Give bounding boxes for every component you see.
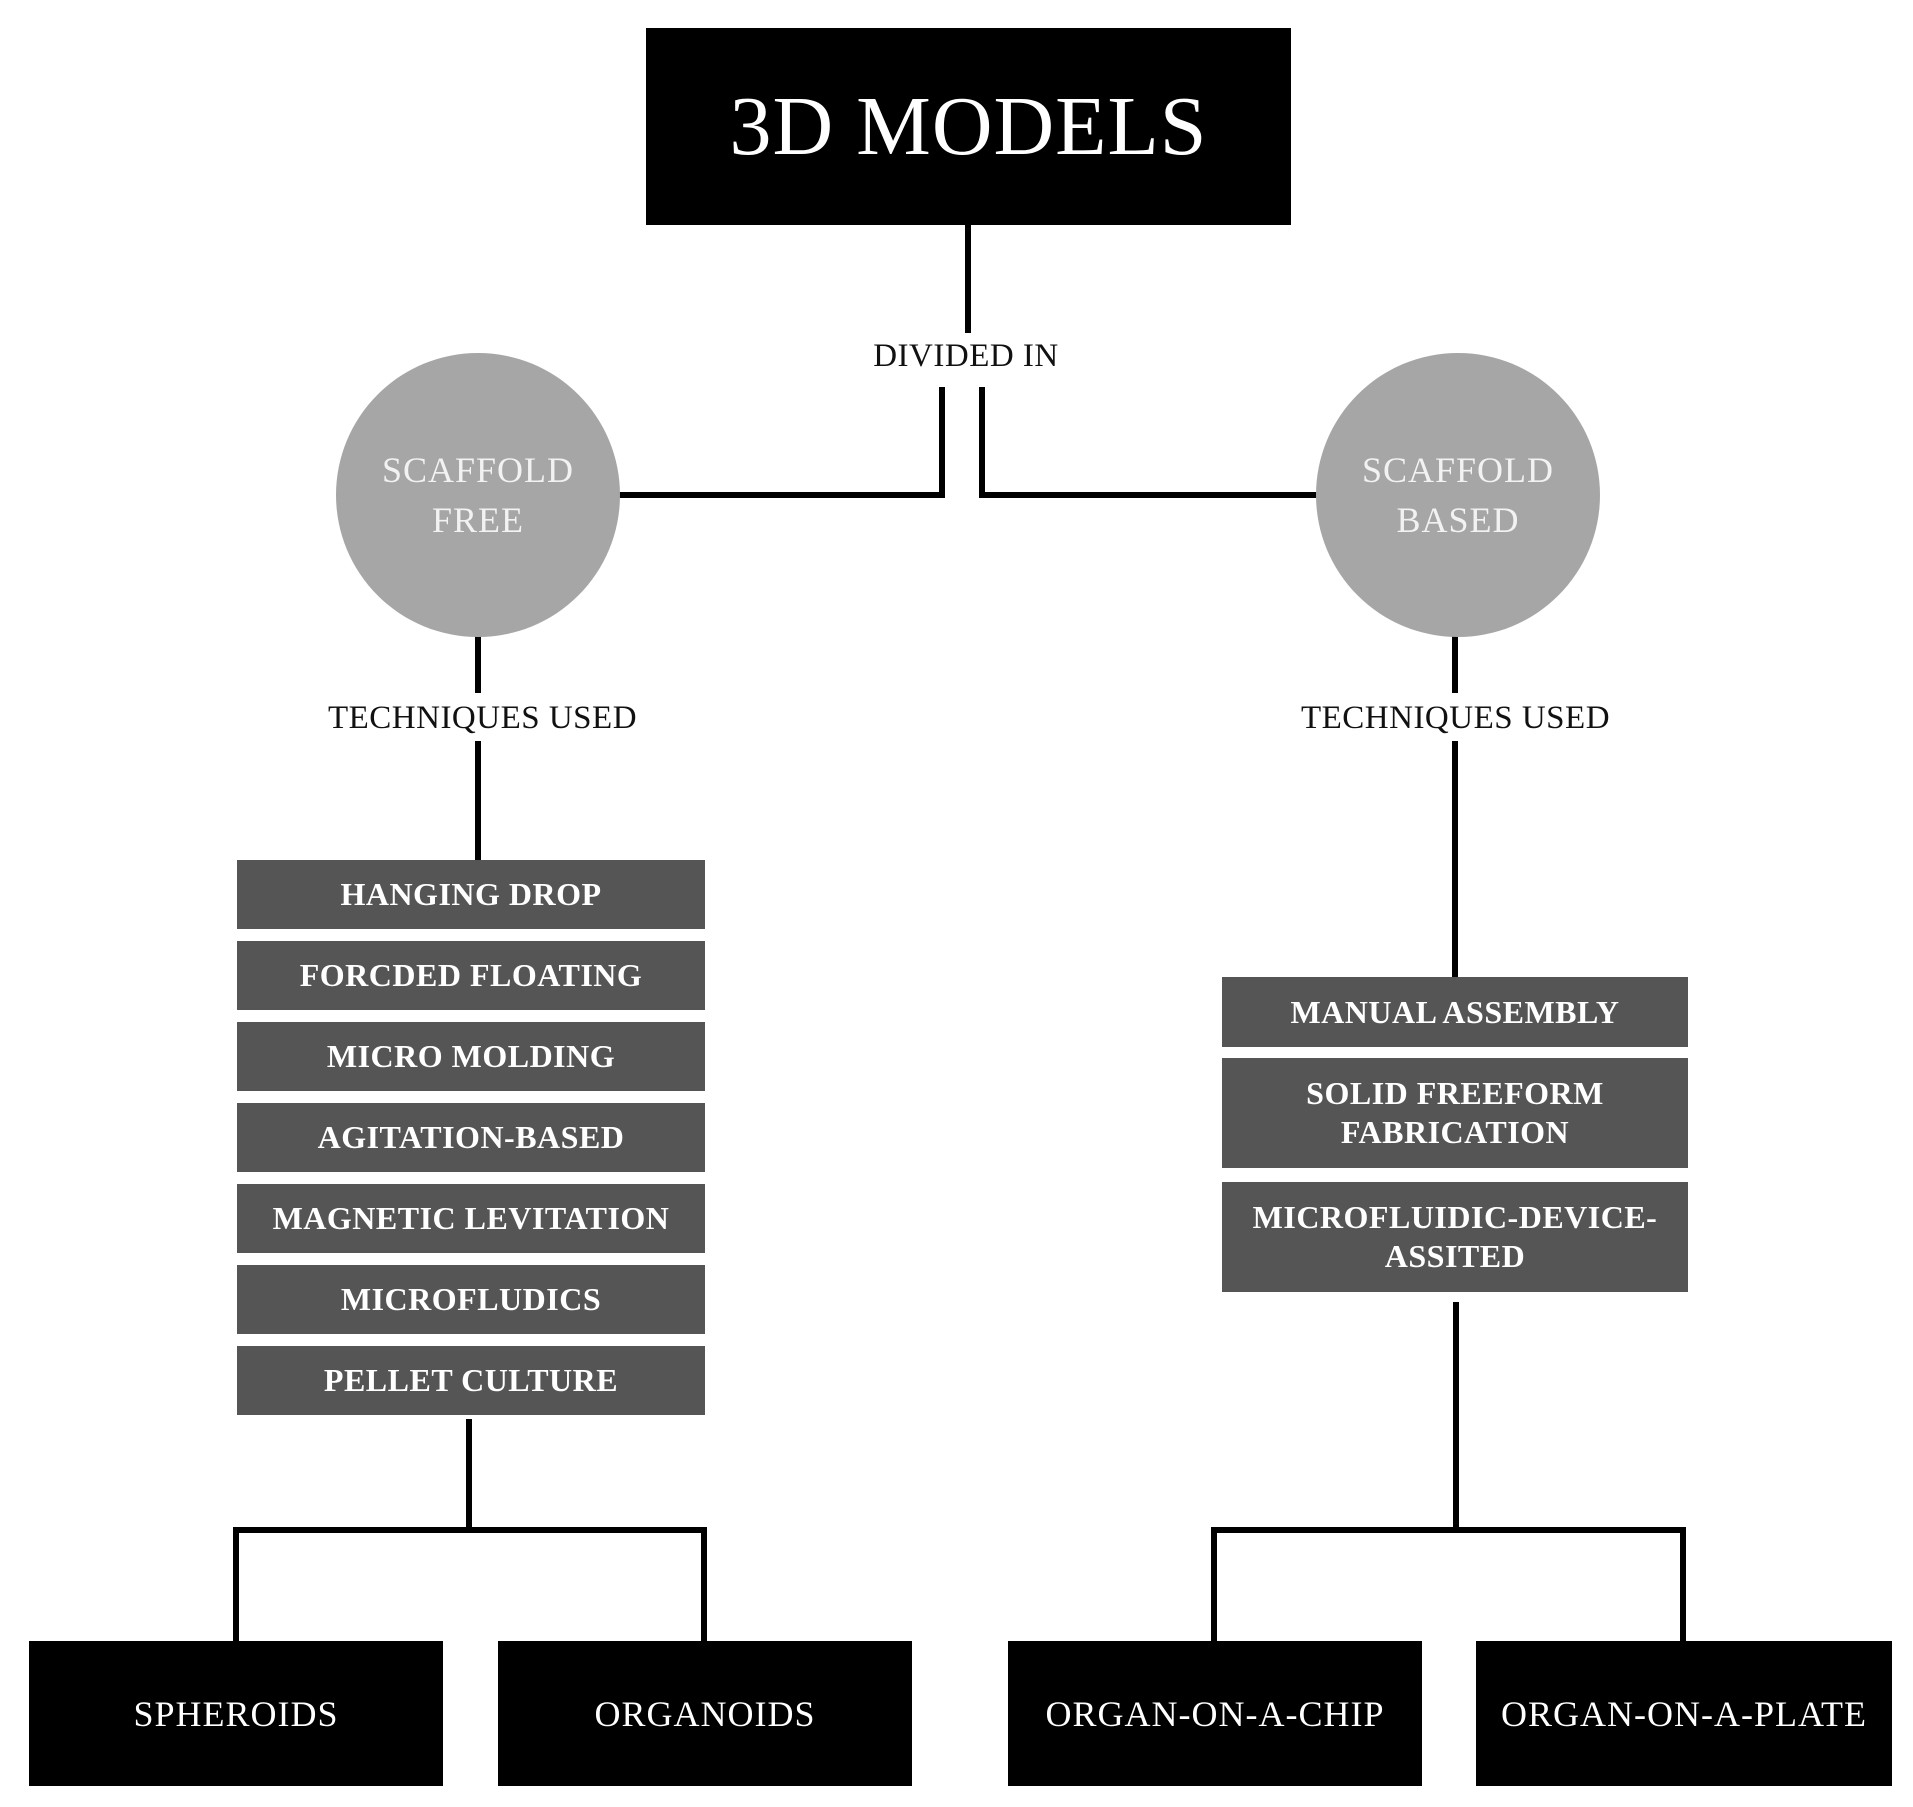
technique-micro-molding: MICRO MOLDING [237,1022,705,1091]
result-organoids: ORGANOIDS [498,1641,912,1786]
connector-to-scaffold-free [617,387,945,498]
technique-pellet-culture: PELLET CULTURE [237,1346,705,1415]
result-organ-on-a-plate: ORGAN-ON-A-PLATE [1476,1641,1892,1786]
technique-microfludics: MICROFLUDICS [237,1265,705,1334]
technique-agitation-based: AGITATION-BASED [237,1103,705,1172]
scaffold-based-line2: BASED [1396,500,1520,540]
result-organ-on-a-chip: ORGAN-ON-A-CHIP [1008,1641,1422,1786]
connector-free-results-bar [233,1527,707,1644]
result-spheroids: SPHEROIDS [29,1641,443,1786]
technique-manual-assembly-line1: MANUAL ASSEMBLY [1290,993,1620,1030]
scaffold-free-node: SCAFFOLD FREE [336,353,620,637]
technique-solid-freeform-line1: SOLID FREEFORM [1306,1075,1604,1111]
connector-to-scaffold-based [979,387,1319,498]
root-title-box: 3D MODELS [646,28,1291,225]
scaffold-based-line1: SCAFFOLD [1361,450,1555,490]
technique-magnetic-levitation: MAGNETIC LEVITATION [237,1184,705,1253]
technique-forced-floating: FORCDED FLOATING [237,941,705,1010]
technique-microfluidic-line1: MICROFLUIDIC-DEVICE- [1252,1199,1658,1235]
divided-in-label: DIVIDED IN [855,333,1077,379]
technique-microfluidic-line2: ASSITED [1384,1238,1526,1274]
technique-microfluidic-device-assisted: MICROFLUIDIC-DEVICE- ASSITED [1222,1182,1688,1292]
technique-solid-freeform-line2: FABRICATION [1340,1114,1570,1150]
techniques-used-label-right: TECHNIQUES USED [1273,695,1638,741]
techniques-used-label-left: TECHNIQUES USED [300,695,665,741]
scaffold-free-line1: SCAFFOLD [381,450,575,490]
technique-solid-freeform-fabrication: SOLID FREEFORM FABRICATION [1222,1058,1688,1168]
technique-manual-assembly: MANUAL ASSEMBLY [1222,977,1688,1047]
connector-based-results-bar [1211,1527,1686,1644]
scaffold-free-line2: FREE [431,500,524,540]
technique-hanging-drop: HANGING DROP [237,860,705,929]
root-title: 3D MODELS [729,80,1208,173]
scaffold-based-node: SCAFFOLD BASED [1316,353,1600,637]
